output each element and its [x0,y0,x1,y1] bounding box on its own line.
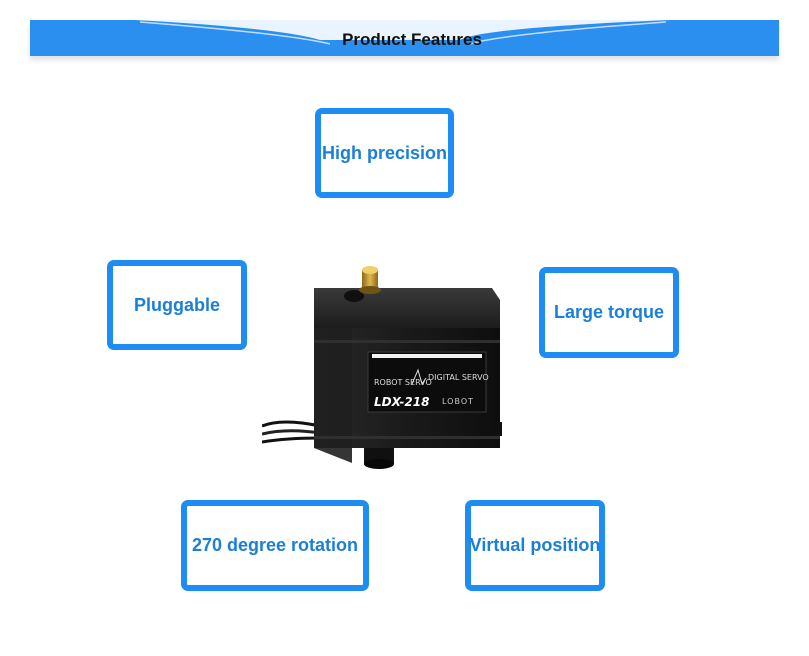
servo-illustration: ROBOT SERVO DIGITAL SERVO LDX-218 LOBOT [261,266,503,469]
feature-high-precision: High precision [315,108,454,198]
feature-label: 270 degree rotation [191,535,359,555]
servo-model-number: LDX-218 [374,395,429,409]
servo-brand: LOBOT [442,397,474,406]
feature-virtual-position: Virtual position [465,500,605,591]
feature-label: Virtual position [469,535,601,555]
servo-label-left: ROBOT SERVO [374,378,432,387]
feature-label: Pluggable [133,294,220,315]
section-title: Product Features [342,30,482,49]
feature-label: High precision [321,142,447,163]
servo-output-spline [359,266,381,294]
servo-label-right: DIGITAL SERVO [428,373,489,382]
feature-large-torque: Large torque [539,267,679,358]
feature-pluggable: Pluggable [107,260,247,350]
feature-rotation: 270 degree rotation [181,500,369,591]
servo-product-image: ROBOT SERVO DIGITAL SERVO LDX-218 LOBOT [261,258,503,488]
banner-swoosh-decoration [135,20,670,45]
servo-label-plate: ROBOT SERVO DIGITAL SERVO LDX-218 LOBOT [367,351,489,413]
section-banner: Product Features [30,20,779,56]
feature-label: Large torque [553,302,664,322]
